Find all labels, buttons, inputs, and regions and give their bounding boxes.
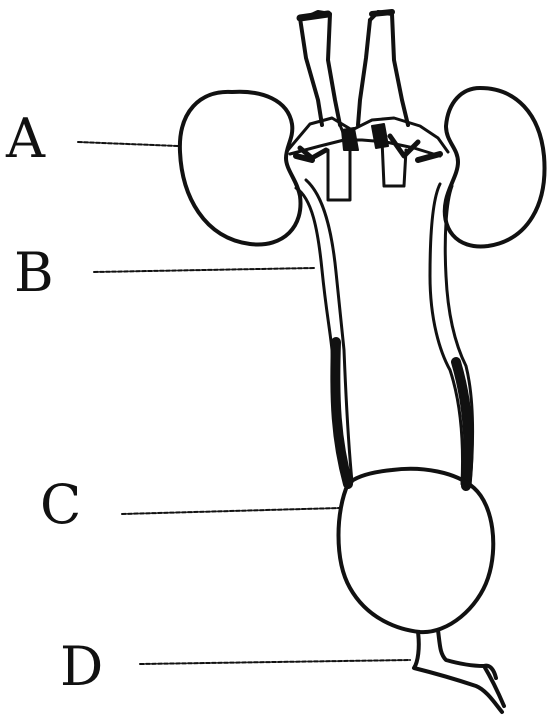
label-c: C <box>40 478 81 532</box>
leader-line-b <box>94 268 314 272</box>
urinary-bladder <box>339 469 494 632</box>
left-ureter <box>296 180 352 484</box>
urethra <box>414 630 504 712</box>
leader-line-d <box>140 660 410 664</box>
label-b: B <box>14 246 54 300</box>
label-a: A <box>6 112 45 166</box>
leader-line-a <box>78 142 178 146</box>
aorta-vessel <box>300 12 350 200</box>
leader-line-c <box>122 508 340 514</box>
right-kidney <box>445 88 545 246</box>
vena-cava-vessel <box>358 12 408 186</box>
label-d: D <box>60 640 103 694</box>
left-kidney <box>180 92 301 245</box>
renal-vessels <box>288 118 448 160</box>
right-ureter <box>430 184 473 486</box>
